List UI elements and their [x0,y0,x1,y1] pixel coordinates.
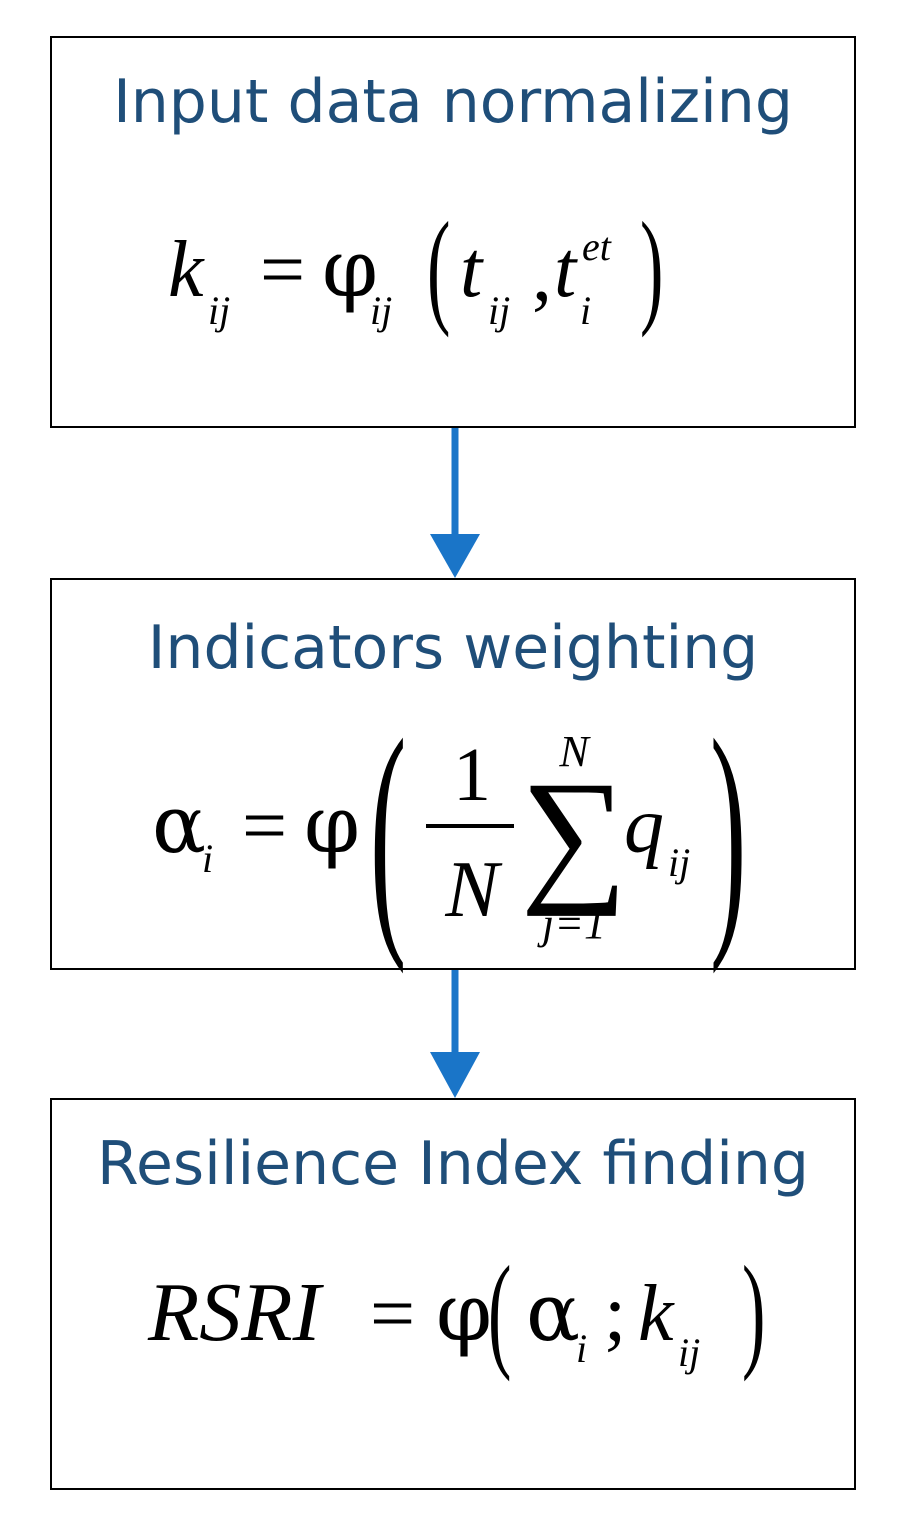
formula-function: φ [436,1266,492,1359]
formula-subscript: ij [370,288,392,333]
step-title: Input data normalizing [113,67,793,137]
formula-right-paren: ) [710,687,746,975]
formula-comma: , [532,230,552,318]
arrow-down [430,428,480,578]
arrow-down [430,970,480,1098]
formula-function: φ [304,778,360,871]
step-title: Resilience Index finding [96,1129,810,1199]
sum-upper-limit: N [558,727,591,776]
formula-right-paren: ) [742,1241,765,1382]
formula-operator: = [260,226,305,314]
step-title: Indicators weighting [147,613,759,683]
formula-left-paren: ( [370,687,406,975]
formula-symbol: RSRI [147,1266,325,1359]
formula-index: RSRI = φ ( α i ; k ij ) [147,1241,765,1382]
formula-symbol: t [460,226,484,314]
formula-subscript: ij [678,1330,700,1375]
step-box-normalizing: Input data normalizing k ij = φ ij ( t i… [50,36,856,428]
formula-symbol: k [638,1270,675,1358]
formula-symbol: k [168,226,205,314]
formula-operator: = [242,782,287,870]
formula-subscript: ij [208,288,230,333]
formula-right-paren: ) [640,197,663,338]
formula-operator: = [370,1270,415,1358]
step-box-weighting: Indicators weighting α i = φ ( 1 N N ∑ j… [50,578,856,975]
formula-subscript: i [576,1326,587,1371]
formula-numerator: 1 [453,733,491,817]
sum-lower-limit: j=1 [537,899,606,948]
formula-left-paren: ( [427,197,450,338]
formula-subscript: i [580,288,591,333]
formula-function: φ [322,222,378,315]
formula-symbol: q [624,782,664,870]
formula-normalizing: k ij = φ ij ( t ij , t et i ) [168,197,663,338]
step-box-index: Resilience Index finding RSRI = φ ( α i … [50,1098,856,1490]
formula-left-paren: ( [488,1241,511,1382]
formula-symbol: α [526,1266,580,1359]
formula-denominator: N [444,846,503,934]
formula-symbol: α [152,778,206,871]
sum-symbol: ∑ [521,751,628,917]
formula-weighting: α i = φ ( 1 N N ∑ j=1 q ij ) [152,687,746,975]
formula-separator: ; [604,1270,626,1358]
formula-subscript: ij [668,840,690,885]
formula-symbol: t [554,226,578,314]
formula-subscript: i [202,836,213,881]
formula-subscript: ij [488,288,510,333]
formula-superscript: et [582,224,612,269]
